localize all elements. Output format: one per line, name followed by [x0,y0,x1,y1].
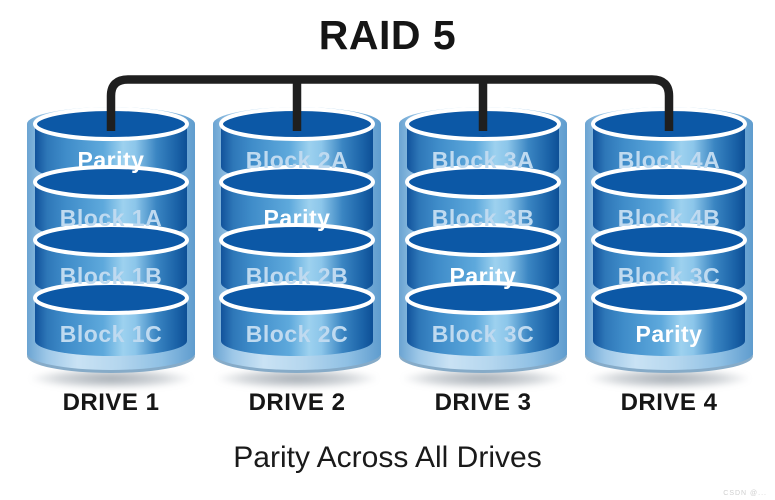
drive-3-segment-2: Block 3B [432,205,534,231]
drive-4-segment-2: Block 4B [618,205,720,231]
drive-3-segment-3: Parity [450,263,517,289]
drive-3: Block 3A Block 3B Parity Block 3C DRIVE … [378,105,588,417]
drive-1-segment-3: Block 1B [60,263,162,289]
drive-3-label: DRIVE 3 [434,389,532,416]
diagram-caption: Parity Across All Drives [233,441,542,474]
drive-2-cylinder-icon: Block 2A Parity Block 2B Block 2C [213,107,381,373]
drive-1-segment-2: Block 1A [60,205,162,231]
diagram-title: RAID 5 [318,12,457,58]
drive-3-segment-4: Block 3C [432,321,534,347]
drive-1-segment-1: Parity [78,147,145,173]
drive-4-segment-3: Block 3C [618,263,720,289]
drive-4: Block 4A Block 4B Block 3C Parity DRIVE … [564,105,774,417]
drive-2-segment-4: Block 2C [246,321,348,347]
drive-3-cylinder-icon: Block 3A Block 3B Parity Block 3C [399,107,567,373]
drive-2-segment-2: Parity [264,205,331,231]
drive-1-segment-4: Block 1C [60,321,162,347]
drive-4-segment-1: Block 4A [618,147,720,173]
drive-1: Parity Block 1A Block 1B Block 1C DRIVE … [6,105,216,417]
drive-2-segment-1: Block 2A [246,147,348,173]
drive-2-segment-3: Block 2B [246,263,348,289]
drive-4-label: DRIVE 4 [620,389,718,416]
drive-2-label: DRIVE 2 [248,389,346,416]
drive-1-cylinder-icon: Parity Block 1A Block 1B Block 1C [27,107,195,373]
drive-3-segment-1: Block 3A [432,147,534,173]
watermark: CSDN @... [723,490,767,497]
drive-4-cylinder-icon: Block 4A Block 4B Block 3C Parity [585,107,753,373]
drive-1-label: DRIVE 1 [62,389,160,416]
drives-row: Parity Block 1A Block 1B Block 1C DRIVE … [6,105,774,417]
drive-4-segment-4: Parity [636,321,703,347]
drive-2: Block 2A Parity Block 2B Block 2C DRIVE … [192,105,402,417]
